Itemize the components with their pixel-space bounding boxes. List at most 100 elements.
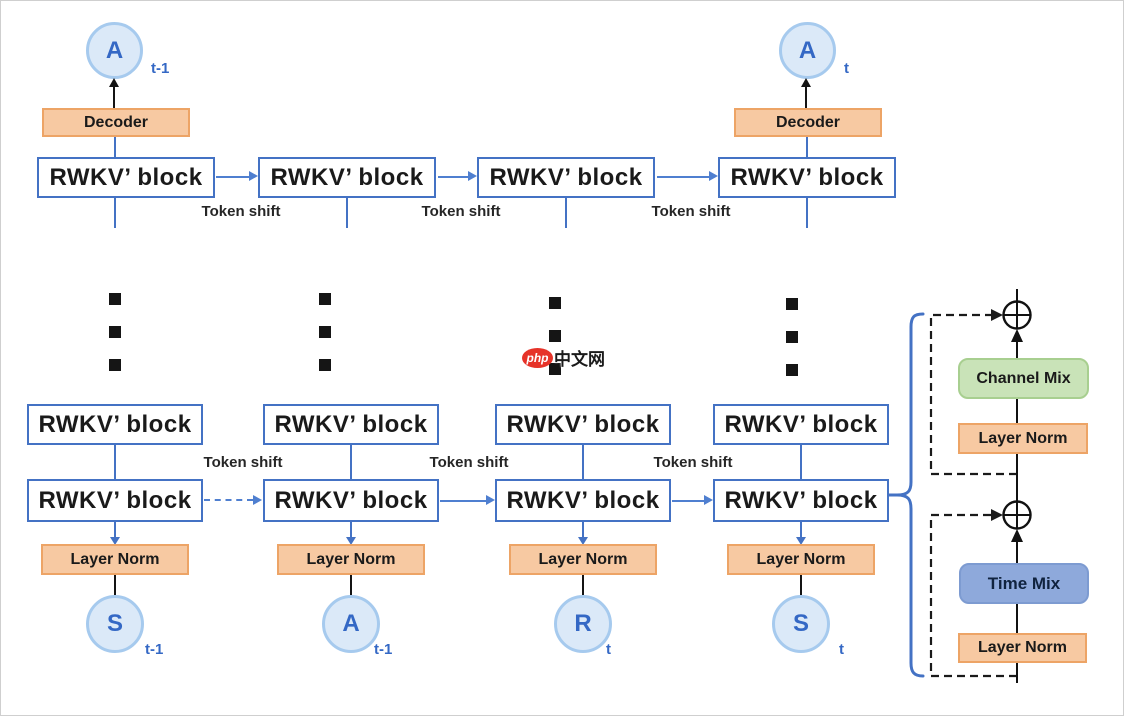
arrow-down-icon: [346, 537, 356, 545]
skip-connection-upper: [929, 313, 1017, 476]
connector-line: [800, 575, 802, 595]
rwkv-block: RWKV’ block: [27, 404, 203, 445]
arrow-right-icon: [468, 171, 477, 181]
brace: [896, 312, 925, 678]
arrow-down-icon: [796, 537, 806, 545]
arrow-down-icon: [578, 537, 588, 545]
connector-line: [114, 575, 116, 595]
ellipsis-dot: [319, 359, 331, 371]
subscript-label: t: [606, 641, 611, 658]
token-shift-label: Token shift: [203, 454, 283, 471]
connector-line: [114, 198, 116, 228]
rwkv-block: RWKV’ block: [258, 157, 436, 198]
circle-letter: A: [105, 36, 124, 64]
connector-line: [582, 522, 584, 538]
rwkv-block: RWKV’ block: [263, 404, 439, 445]
subscript-label: t-1: [374, 641, 393, 658]
ellipsis-dot: [109, 326, 121, 338]
ellipsis-dot: [549, 330, 561, 342]
subscript-label: t: [844, 60, 849, 77]
watermark: php 中文网: [522, 345, 605, 370]
token-shift-label: Token shift: [429, 454, 509, 471]
connector-line: [113, 86, 115, 108]
input-circle-r-t: R: [554, 595, 612, 653]
flow-arrow: [438, 176, 468, 178]
flow-arrow-dashed: [204, 499, 253, 501]
arrow-up-icon: [1011, 529, 1023, 542]
subscript-label: t-1: [145, 641, 164, 658]
connector-line: [114, 137, 116, 157]
rwkv-block: RWKV’ block: [37, 157, 215, 198]
arrow-right-icon: [253, 495, 262, 505]
connector-line: [800, 522, 802, 538]
connector-line: [114, 445, 116, 479]
connector-line: [582, 445, 584, 479]
php-logo: php: [522, 347, 553, 368]
layer-norm-box: Layer Norm: [958, 423, 1088, 454]
circle-letter: A: [342, 610, 360, 637]
ellipsis-dot: [786, 364, 798, 376]
input-circle-s-t1: S: [86, 595, 144, 653]
rwkv-block: RWKV’ block: [495, 404, 671, 445]
rwkv-block: RWKV’ block: [477, 157, 655, 198]
connector-line: [806, 137, 808, 157]
layer-norm-box: Layer Norm: [958, 633, 1087, 663]
connector-line: [350, 575, 352, 595]
arrow-right-icon: [991, 509, 1003, 521]
ellipsis-dot: [549, 297, 561, 309]
rwkv-block: RWKV’ block: [713, 404, 889, 445]
input-circle-s-t: S: [772, 595, 830, 653]
output-circle-a-t: A: [779, 22, 836, 79]
output-circle-a-t1: A: [86, 22, 143, 79]
connector-line: [346, 198, 348, 228]
arrow-right-icon: [709, 171, 718, 181]
watermark-text: 中文网: [554, 350, 605, 369]
token-shift-label: Token shift: [201, 203, 281, 220]
channel-mix-box: Channel Mix: [958, 358, 1089, 399]
rwkv-block: RWKV’ block: [27, 479, 203, 522]
rwkv-block: RWKV’ block: [718, 157, 896, 198]
skip-connection-lower: [929, 513, 1017, 678]
token-shift-label: Token shift: [651, 203, 731, 220]
flow-arrow: [440, 500, 486, 502]
ellipsis-dot: [319, 293, 331, 305]
layer-norm-box: Layer Norm: [41, 544, 189, 575]
connector-line: [582, 575, 584, 595]
arrow-right-icon: [991, 309, 1003, 321]
ellipsis-dot: [319, 326, 331, 338]
layer-norm-box: Layer Norm: [277, 544, 425, 575]
arrow-right-icon: [704, 495, 713, 505]
flow-arrow: [657, 176, 709, 178]
arrow-down-icon: [110, 537, 120, 545]
layer-norm-box: Layer Norm: [509, 544, 657, 575]
rwkv-block: RWKV’ block: [263, 479, 439, 522]
time-mix-box: Time Mix: [959, 563, 1089, 604]
connector-line: [800, 445, 802, 479]
decoder-box: Decoder: [42, 108, 190, 137]
circle-letter: S: [792, 610, 809, 637]
decoder-box: Decoder: [734, 108, 882, 137]
arrow-right-icon: [249, 171, 258, 181]
ellipsis-dot: [549, 363, 561, 375]
rwkv-block-detail-lines: [889, 289, 1032, 683]
input-circle-a-t1: A: [322, 595, 380, 653]
connector-line: [805, 86, 807, 108]
connector-line: [350, 522, 352, 538]
layer-norm-box: Layer Norm: [727, 544, 875, 575]
flow-arrow: [216, 176, 249, 178]
subscript-label: t: [839, 641, 844, 658]
arrow-right-icon: [486, 495, 495, 505]
circle-letter: S: [106, 610, 123, 637]
rwkv-block: RWKV’ block: [713, 479, 889, 522]
subscript-label: t-1: [151, 60, 170, 77]
arrow-up-icon: [1011, 329, 1023, 342]
ellipsis-dot: [109, 359, 121, 371]
rwkv-block: RWKV’ block: [495, 479, 671, 522]
connector-line: [565, 198, 567, 228]
flow-arrow: [672, 500, 704, 502]
connector-line: [806, 198, 808, 228]
ellipsis-dot: [786, 298, 798, 310]
ellipsis-dot: [109, 293, 121, 305]
circle-letter: A: [798, 36, 817, 64]
